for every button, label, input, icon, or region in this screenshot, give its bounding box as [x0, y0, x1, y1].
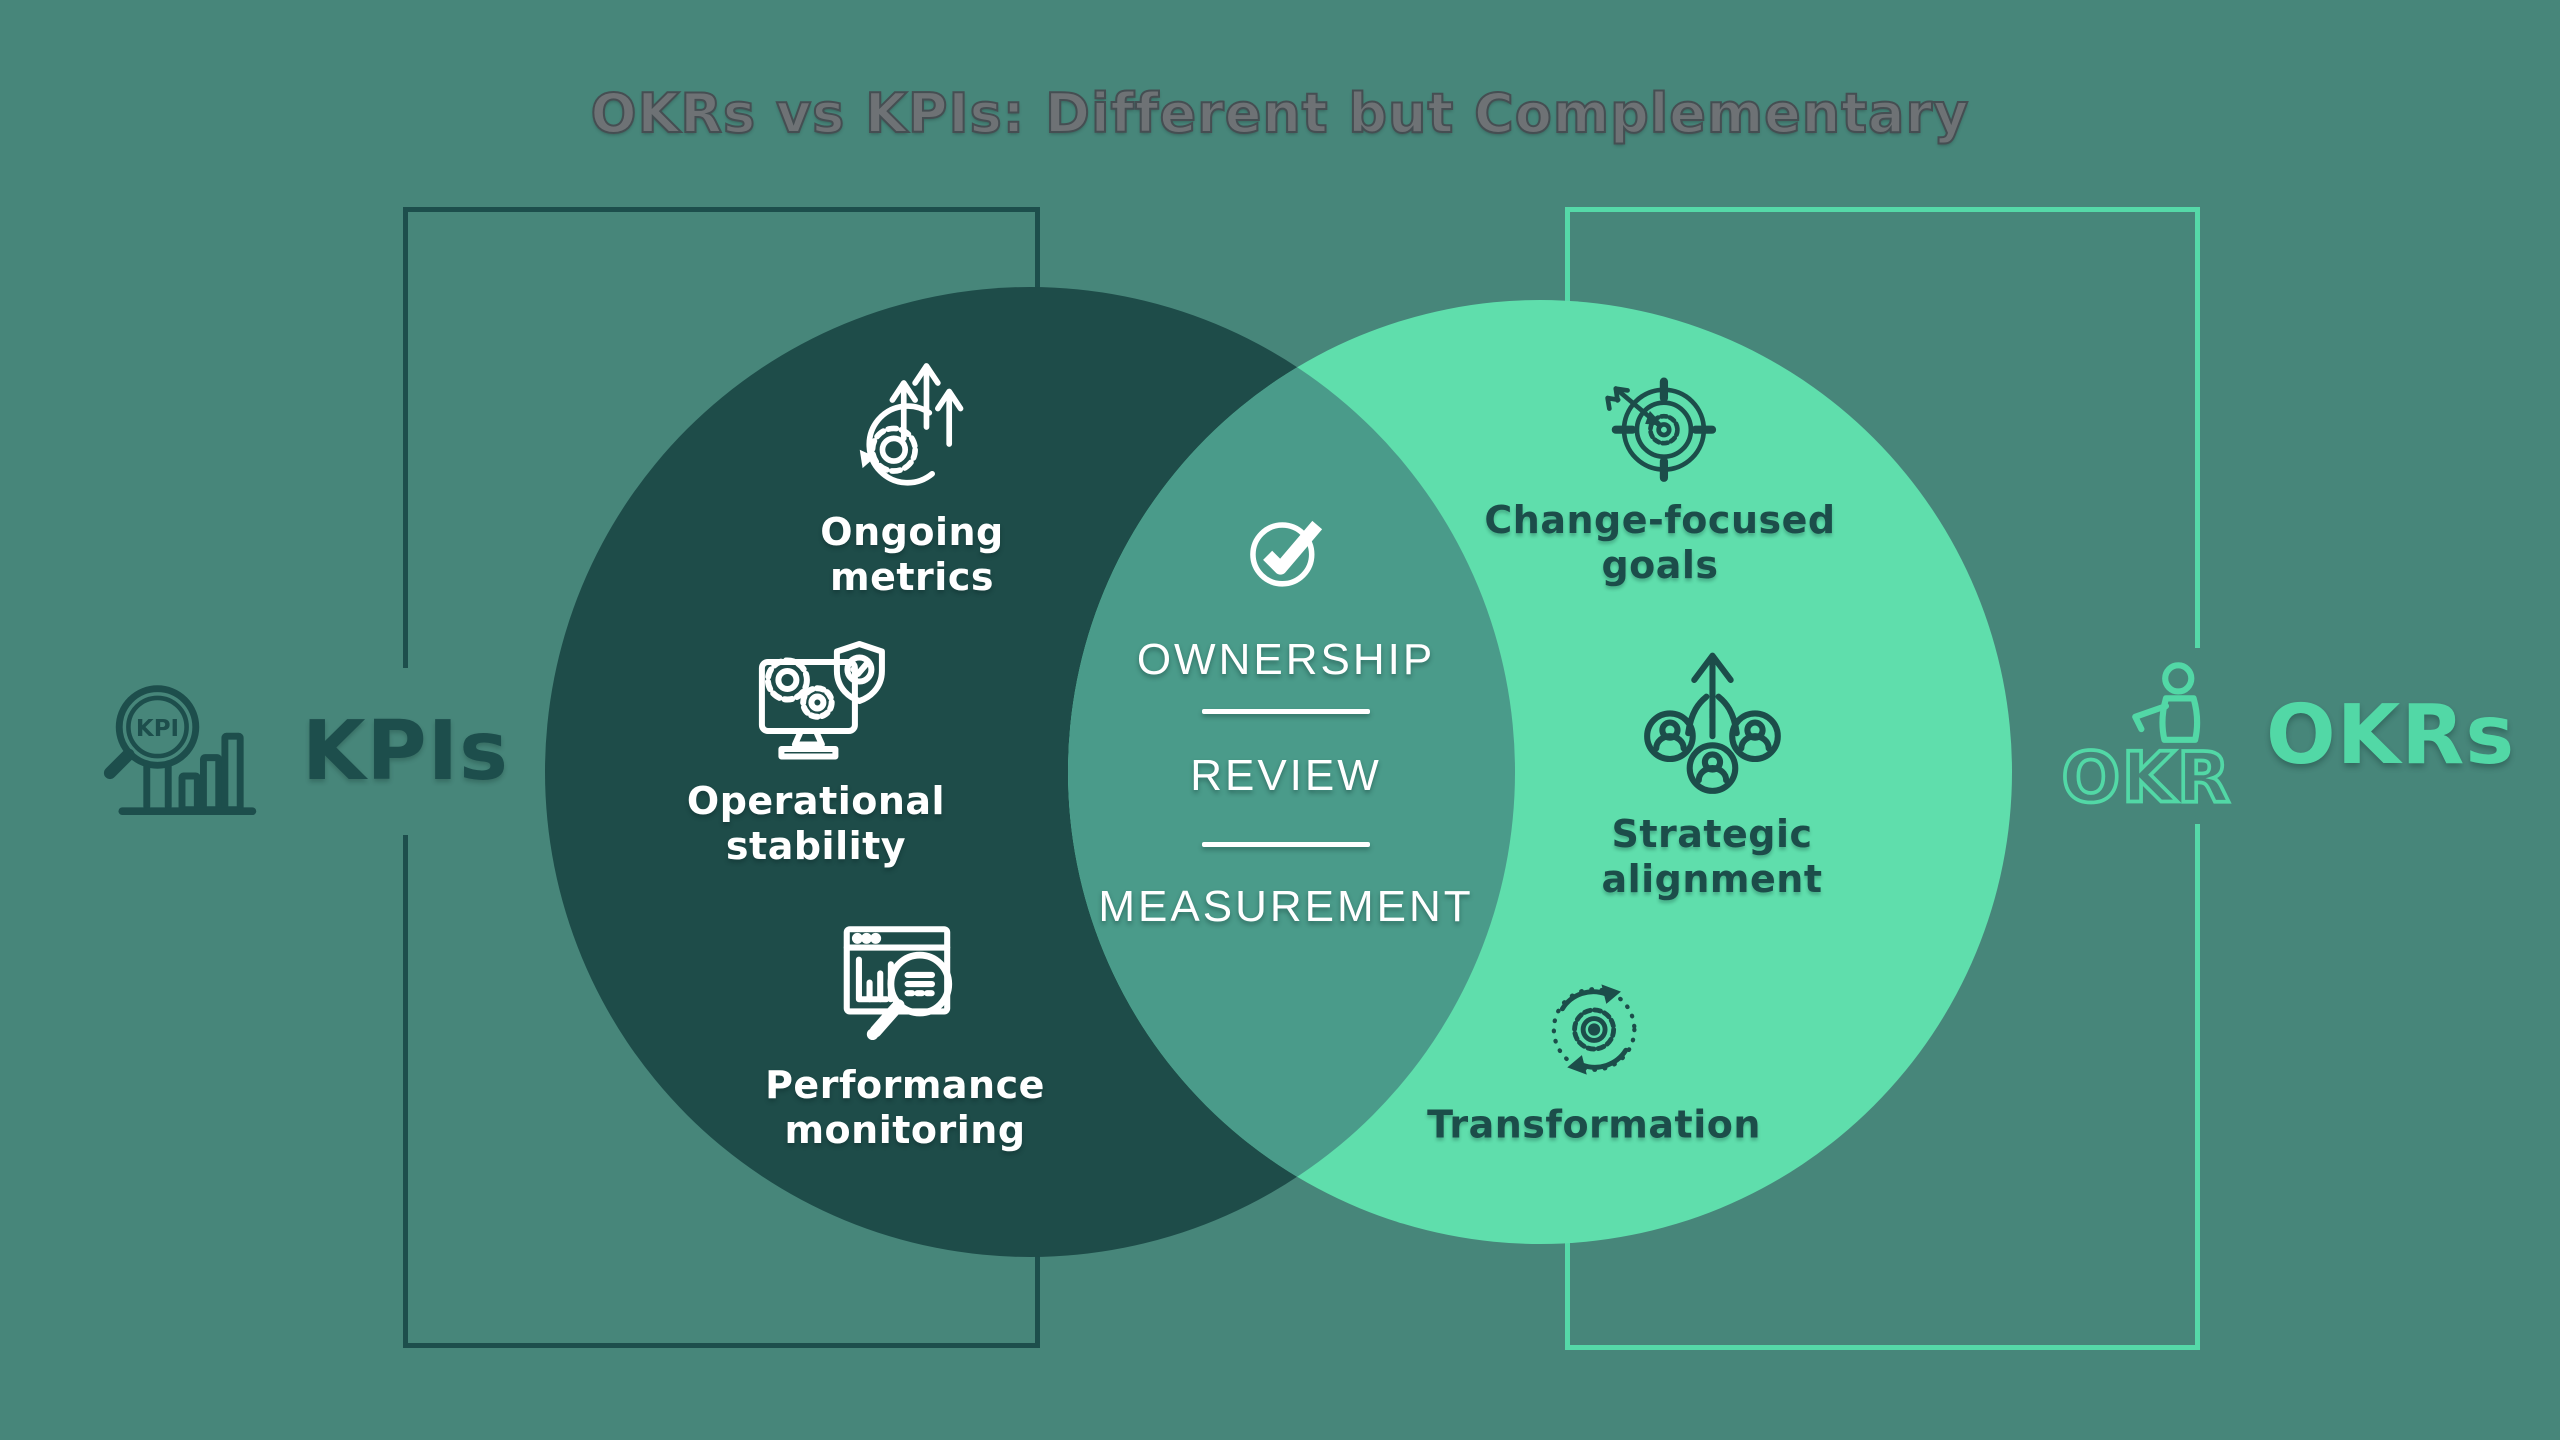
label-line: Ongoing [820, 510, 1004, 554]
okr-side-label-group: OKR OKRs [2042, 648, 2530, 824]
overlap-word-ownership: OWNERSHIP [1136, 635, 1436, 684]
item-label: Strategic alignment [1601, 812, 1822, 902]
growth-arrows-gear-icon [859, 363, 964, 486]
label-line: alignment [1601, 857, 1823, 901]
item-label: Change-focused goals [1484, 498, 1835, 588]
kpi-item-operational-stability: Operational stability [687, 635, 945, 869]
okr-person-icon: OKR [2060, 662, 2232, 814]
people-branch-arrow-icon [1643, 652, 1781, 794]
item-label: Operational stability [687, 779, 945, 869]
item-label: Performance monitoring [765, 1063, 1045, 1153]
label-line: Strategic [1611, 812, 1813, 856]
divider-line [1202, 842, 1370, 847]
okr-item-change-focused-goals: Change-focused goals [1484, 364, 1835, 588]
monitor-gears-shield-icon [759, 641, 885, 760]
svg-text:OKR: OKR [2062, 738, 2232, 814]
overlap-column: OWNERSHIP REVIEW MEASUREMENT [976, 503, 1596, 932]
label-line: Performance [765, 1063, 1045, 1107]
kpi-magnifier-chart-icon: KPI [103, 685, 257, 816]
kpi-item-ongoing-metrics: Ongoing metrics [820, 356, 1003, 600]
label-line: monitoring [784, 1108, 1026, 1152]
check-circle-icon [1250, 520, 1323, 587]
label-line: Change-focused [1484, 498, 1836, 542]
okr-item-transformation: Transformation [1427, 969, 1761, 1148]
kpi-side-label: KPIs [302, 703, 509, 799]
divider-line [1202, 709, 1370, 714]
label-line: Operational [686, 779, 946, 823]
svg-text:KPI: KPI [136, 716, 179, 742]
cycle-gear-icon [1551, 984, 1637, 1075]
item-label: Transformation [1427, 1103, 1761, 1148]
label-line: stability [725, 824, 907, 868]
okr-side-label: OKRs [2266, 688, 2516, 783]
okr-item-strategic-alignment: Strategic alignment [1601, 642, 1822, 902]
target-dart-gear-icon [1604, 377, 1716, 482]
overlap-word-review: REVIEW [1190, 751, 1382, 800]
label-line: Transformation [1427, 1102, 1761, 1147]
page-title: OKRs vs KPIs: Different but Complementar… [590, 81, 1970, 146]
kpi-side-label-group: KPI KPIs [78, 668, 523, 835]
browser-magnifier-icon [844, 926, 953, 1041]
overlap-word-measurement: MEASUREMENT [1098, 882, 1474, 931]
label-line: goals [1601, 543, 1719, 587]
item-label: Ongoing metrics [820, 510, 1003, 600]
kpi-item-performance-monitoring: Performance monitoring [765, 911, 1045, 1153]
label-line: metrics [830, 555, 994, 599]
